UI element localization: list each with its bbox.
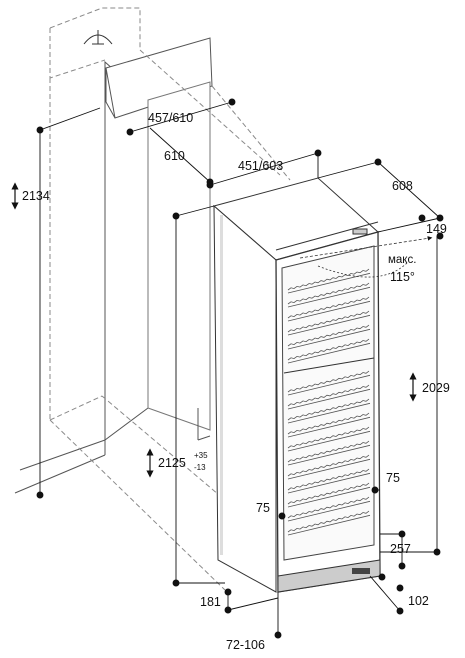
shelf-rail	[288, 301, 370, 321]
shelves	[288, 269, 370, 535]
niche-cabinet	[15, 8, 290, 590]
shelf-slats	[288, 371, 369, 392]
shelf-rail	[288, 343, 370, 363]
shelf-slats	[288, 325, 369, 346]
shelf-slats	[288, 413, 369, 434]
shelf-slats	[288, 311, 369, 332]
shelf-slats	[288, 269, 369, 290]
shelf-slats	[288, 483, 369, 504]
shelf-rail	[288, 445, 370, 465]
installed-height-label: 2125	[158, 456, 186, 470]
appliance-height-label: 2029	[422, 381, 450, 395]
shelf-slats	[288, 385, 369, 406]
plinth-height-label: 257	[390, 542, 411, 556]
shelf-rail	[288, 403, 370, 423]
shelf-rail	[288, 459, 370, 479]
shelf-slats	[288, 497, 369, 518]
niche-depth-full-label: 610	[164, 149, 185, 163]
shelf-rail	[288, 329, 370, 349]
handle-right-label: 75	[386, 471, 400, 485]
door-angle-prefix: макс.	[388, 254, 417, 266]
shelf-rail	[288, 487, 370, 507]
shelf-rail	[288, 287, 370, 307]
shelf-slats	[288, 511, 369, 532]
height-arrows	[11, 182, 417, 478]
appliance-depth-label: 608	[392, 179, 413, 193]
shelf-slats	[288, 441, 369, 462]
door-offset-label: 149	[426, 222, 447, 236]
shelf-rail	[288, 273, 370, 293]
niche-height-label: 2134	[22, 189, 50, 203]
foot-adjust-label: 72-106	[226, 638, 265, 652]
shelf-slats	[288, 339, 369, 360]
door-swing	[300, 235, 433, 277]
niche-depth-label: 457/610	[148, 111, 194, 125]
installed-height-tol-plus: +35	[194, 451, 208, 460]
shelf-rail	[288, 515, 370, 535]
dimension-lines	[36, 98, 444, 639]
door-angle-label: 115°	[390, 270, 415, 284]
shelf-rail	[288, 315, 370, 335]
plinth-depth-label: 102	[408, 594, 429, 608]
shelf-slats	[288, 427, 369, 448]
shelf-slats	[288, 469, 369, 490]
shelf-rail	[288, 375, 370, 395]
shelf-rail	[288, 417, 370, 437]
shelf-slats	[288, 399, 369, 420]
appliance-width-label: 451/603	[238, 159, 284, 173]
base-depth-label: 181	[200, 595, 221, 609]
handle-left-label: 75	[256, 501, 270, 515]
shelf-rail	[288, 473, 370, 493]
shelf-rail	[288, 431, 370, 451]
shelf-rail	[288, 501, 370, 521]
shelf-rail	[288, 389, 370, 409]
installed-height-tol-minus: -13	[194, 463, 206, 472]
wine-cabinet-appliance	[214, 178, 380, 592]
shelf-slats	[288, 283, 369, 304]
shelf-slats	[288, 297, 369, 318]
shelf-slats	[288, 455, 369, 476]
